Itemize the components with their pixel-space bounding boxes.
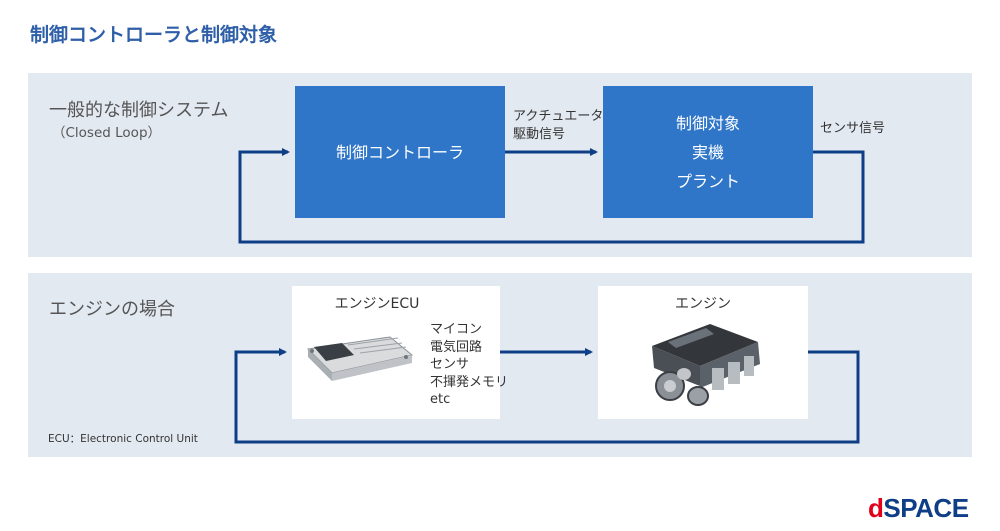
sensor-feedback-loop bbox=[238, 148, 865, 244]
plant-block-line2: 実機 bbox=[691, 142, 724, 162]
ecu-item: センサ bbox=[430, 357, 470, 372]
ecu-item: 電気回路 bbox=[430, 339, 483, 355]
plant-block-line3: プラント bbox=[675, 171, 740, 191]
sensor-signal-label: センサ信号 bbox=[820, 121, 886, 136]
closed-loop-sublabel: （Closed Loop） bbox=[52, 125, 162, 141]
page-title: 制御コントローラと制御対象 bbox=[30, 24, 278, 46]
ecu-box-title: エンジンECU bbox=[334, 296, 420, 312]
closed-loop-label: 一般的な制御システム bbox=[49, 100, 229, 121]
engine-panel bbox=[28, 273, 972, 457]
ecu-item: マイコン bbox=[430, 322, 483, 337]
controller-block-label: 制御コントローラ bbox=[335, 142, 464, 162]
ecu-component-list: マイコン 電気回路 センサ 不揮発メモリ etc bbox=[430, 321, 508, 409]
engine-icon bbox=[652, 324, 760, 406]
ecu-item: etc bbox=[430, 392, 451, 407]
ecu-footnote: ECU：Electronic Control Unit bbox=[48, 433, 198, 445]
engine-feedback-loop bbox=[234, 348, 860, 444]
controller-block: 制御コントローラ bbox=[295, 86, 505, 218]
actuator-signal-line2: 駆動信号 bbox=[513, 127, 566, 142]
dspace-logo: dSPACE bbox=[868, 493, 969, 523]
ecu-item: 不揮発メモリ bbox=[430, 374, 509, 390]
engine-box-title: エンジン bbox=[675, 296, 731, 312]
actuator-signal-line1: アクチュエータ bbox=[513, 109, 604, 124]
engine-case-label: エンジンの場合 bbox=[49, 299, 175, 320]
ecu-module-icon bbox=[306, 336, 414, 381]
plant-block-line1: 制御対象 bbox=[675, 113, 740, 133]
plant-block: 制御対象 実機 プラント bbox=[603, 86, 813, 218]
actuator-signal-label: アクチュエータ 駆動信号 bbox=[513, 108, 603, 144]
